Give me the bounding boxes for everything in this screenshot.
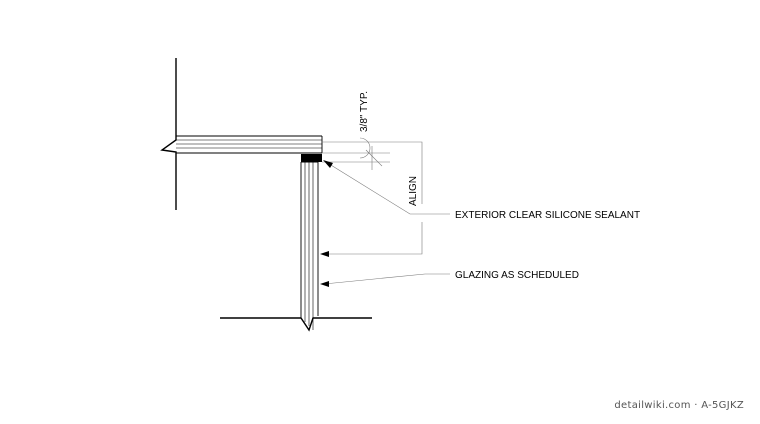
align-leader-arrowhead xyxy=(320,251,329,257)
glazing-leader-arrowhead xyxy=(320,281,329,287)
sealant-leader-arrowhead xyxy=(323,160,333,168)
glazing-callout: GLAZING AS SCHEDULED xyxy=(455,270,579,281)
horizontal-glazing-lite xyxy=(176,135,323,154)
watermark-text: detailwiki.com · A-5GJKZ xyxy=(614,400,744,411)
align-label: ALIGN xyxy=(408,176,419,206)
bottom-floor-line xyxy=(220,317,372,332)
left-wall-line xyxy=(160,58,177,210)
align-reference-line xyxy=(322,141,423,204)
vertical-glazing-lite xyxy=(300,161,319,330)
dimension-marker xyxy=(322,137,390,170)
sealant-leader-line xyxy=(325,161,450,215)
sealant-callout: EXTERIOR CLEAR SILICONE SEALANT xyxy=(455,210,640,221)
glazing-leader-line xyxy=(323,273,450,285)
dimension-label: 3/8" TYP. xyxy=(359,91,370,132)
sealant-joint xyxy=(301,154,322,162)
align-leader-line xyxy=(324,222,423,255)
